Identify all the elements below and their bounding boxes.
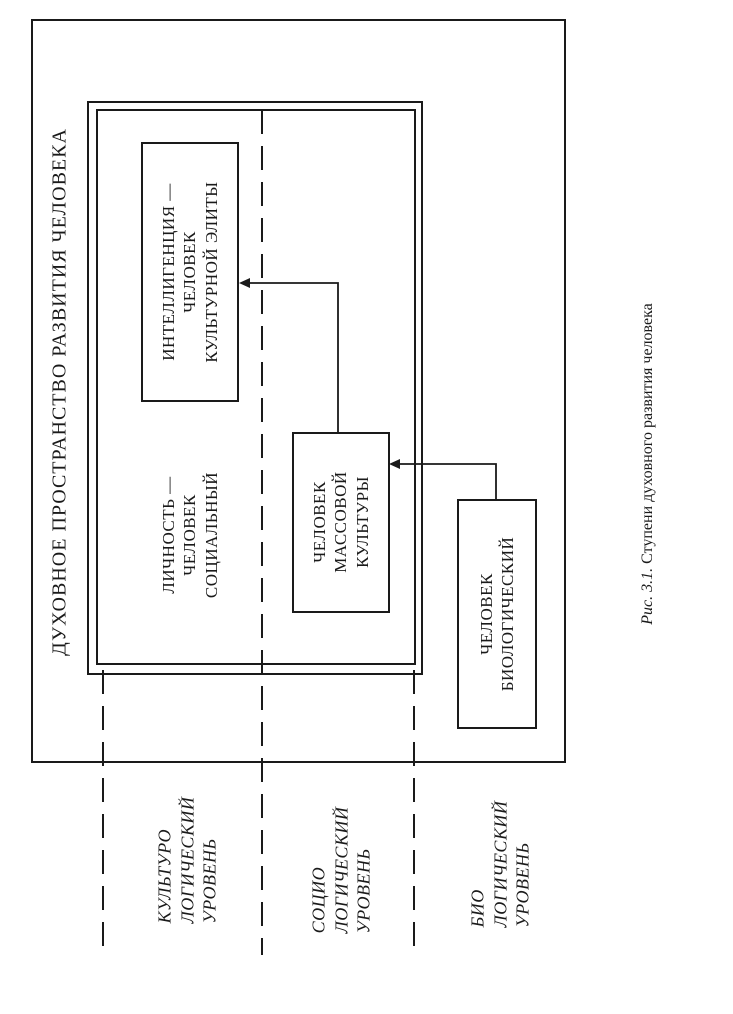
figure-caption: Рис. 3.1. Ступени духовного развития чел… — [638, 303, 658, 625]
arrowhead-mass-to-elite — [239, 278, 250, 288]
personality-label: ЛИЧНОСТЬ — ЧЕЛОВЕК СОЦИАЛЬНЫЙ — [159, 471, 221, 599]
level-label-culturo: КУЛЬТУРО ЛОГИЧЕСКИЙ УРОВЕНЬ — [154, 796, 220, 924]
caption-text: Ступени духовного развития человека — [639, 303, 656, 568]
intelligentsia-label: ИНТЕЛЛИГЕНЦИЯ — ЧЕЛОВЕК КУЛЬТУРНОЙ ЭЛИТЫ — [159, 181, 221, 363]
caption-number: Рис. 3.1. — [639, 567, 656, 625]
personality-frame-inner — [96, 109, 416, 665]
outer-frame — [31, 19, 566, 763]
biological-label: ЧЕЛОВЕК БИОЛОГИЧЕСКИЙ — [476, 536, 517, 692]
outer-title: ДУХОВНОЕ ПРОСТРАНСТВО РАЗВИТИЯ ЧЕЛОВЕКА — [48, 128, 71, 656]
arrow-bio-to-mass — [398, 463, 497, 500]
level-label-socio: СОЦИО ЛОГИЧЕСКИЙ УРОВЕНЬ — [308, 806, 374, 934]
intelligentsia-box — [141, 142, 239, 402]
arrowhead-bio-to-mass — [389, 459, 400, 469]
mass-culture-label: ЧЕЛОВЕК МАССОВОЙ КУЛЬТУРЫ — [310, 471, 372, 573]
arrow-mass-to-elite — [248, 282, 339, 433]
personality-frame-outer — [87, 101, 423, 675]
mass-culture-box — [292, 432, 390, 613]
level-label-bio: БИО ЛОГИЧЕСКИЙ УРОВЕНЬ — [467, 800, 533, 928]
biological-box — [457, 499, 537, 729]
